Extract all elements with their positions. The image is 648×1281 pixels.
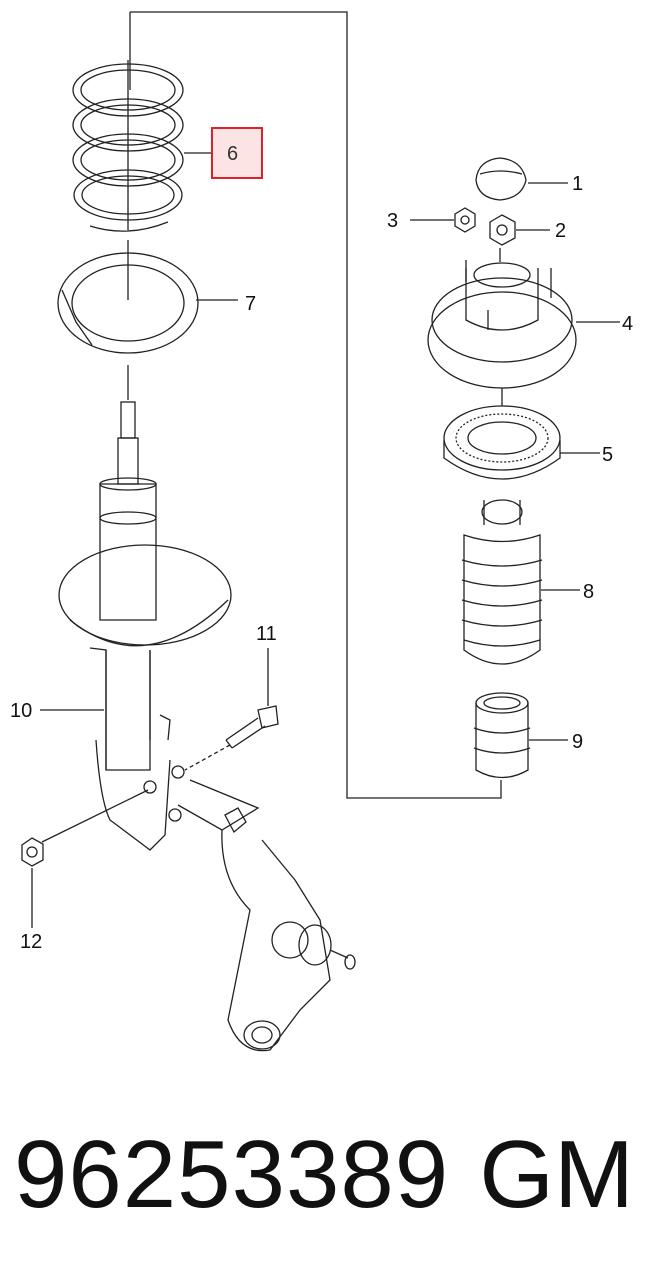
dust-cap	[475, 157, 568, 201]
flange-nut	[21, 789, 149, 867]
footer: 96253389 GM	[0, 1120, 648, 1270]
mount-nut	[410, 207, 476, 233]
callout-1: 1	[572, 173, 583, 195]
callout-2: 2	[555, 220, 566, 242]
highlight-box	[211, 127, 263, 179]
callout-5: 5	[602, 444, 613, 466]
coil-spring	[72, 60, 184, 232]
callout-7: 7	[245, 293, 256, 315]
callout-12: 12	[20, 931, 42, 953]
bump-stop	[473, 692, 568, 779]
assembly-connector-lines	[129, 11, 502, 799]
callout-3: 3	[387, 210, 398, 232]
spring-seat	[57, 240, 199, 354]
brand-name: GM	[479, 1121, 634, 1228]
top-nut	[489, 214, 550, 262]
part-number: 96253389	[14, 1121, 450, 1228]
callout-11: 11	[256, 623, 277, 645]
callout-8: 8	[583, 581, 594, 603]
callout-9: 9	[572, 731, 583, 753]
strut-bearing	[443, 388, 600, 480]
strut-mount	[427, 260, 620, 389]
dust-boot	[461, 499, 580, 665]
callout-6: 6	[227, 143, 238, 165]
strut-body	[58, 365, 232, 851]
callout-4: 4	[622, 313, 633, 335]
callout-10: 10	[10, 700, 32, 722]
bolt	[184, 705, 279, 771]
suspension-strut-diagram: 1 2 3 4 5 6 7 8 9 10 11 12	[10, 11, 633, 1052]
steering-knuckle	[177, 779, 356, 1052]
